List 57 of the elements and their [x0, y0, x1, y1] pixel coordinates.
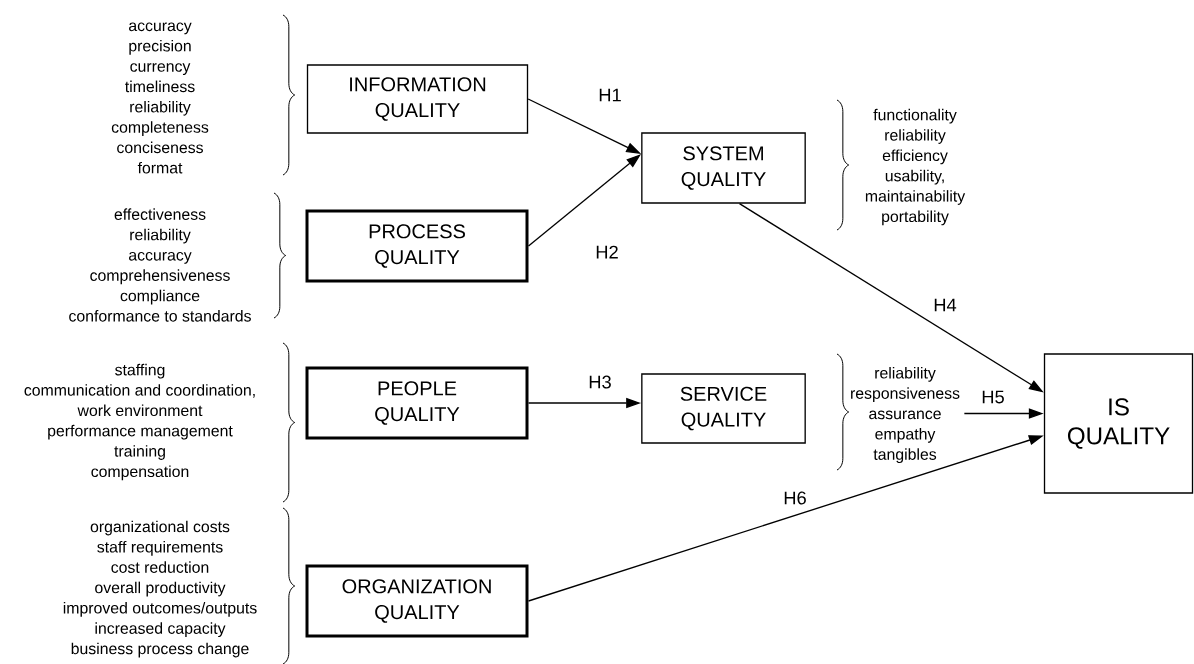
node-label: reliability	[130, 228, 191, 244]
node-label: cost reduction	[111, 561, 209, 573]
node-label: empathy	[875, 427, 936, 443]
node-label: overall productivity	[95, 581, 226, 597]
node-label: conciseness	[117, 141, 203, 154]
quality-box: SYSTEM QUALITY	[641, 132, 806, 204]
node-label: reliability	[885, 129, 946, 144]
edge-label: H1	[596, 87, 624, 103]
edge-label: H3	[586, 373, 614, 391]
node-label: precision	[129, 39, 191, 55]
attribute-list: accuracy precision currency timeliness reliability completeness conciseness format	[111, 22, 209, 174]
node-label: functionality	[873, 108, 957, 124]
edge-label: H2	[593, 243, 621, 261]
node-label: responsiveness	[851, 387, 960, 403]
node-label: performance management	[48, 424, 233, 440]
quality-box: INFORMATION QUALITY	[306, 64, 529, 134]
node-label: effectiveness	[114, 208, 206, 220]
attribute-list: reliability responsiveness assurance empathy tangibles	[851, 366, 960, 464]
node-label: business process change	[71, 642, 249, 658]
node-label: usability,	[885, 169, 944, 185]
node-label: format	[137, 161, 183, 174]
node-label: training	[114, 445, 165, 460]
attribute-list: staffing communication and coordination, work environment performance management training compensation	[24, 363, 255, 481]
attribute-list: effectiveness reliability accuracy comprehensiveness compliance conformance to standards	[69, 208, 251, 322]
quality-box: PROCESS QUALITY	[305, 209, 529, 283]
quality-box: IS QUALITY	[1043, 353, 1194, 494]
node-label: staff requirements	[97, 540, 223, 556]
node-label: organizational costs	[90, 520, 230, 536]
edge-label: H4	[931, 297, 959, 313]
attribute-list: functionality reliability efficiency usability, maintainability portability	[865, 108, 966, 226]
node-label: timeliness	[125, 80, 195, 93]
node-label: currency	[130, 63, 191, 75]
node-label: staffing	[115, 363, 165, 379]
node-label: comprehensiveness	[90, 269, 230, 285]
node-label: improved outcomes/outputs	[63, 601, 257, 617]
node-label: compliance	[120, 289, 200, 305]
node-label: work environment	[77, 404, 203, 417]
node-label: efficiency	[882, 149, 948, 165]
edge-label: H5	[979, 388, 1007, 406]
node-label: assurance	[869, 410, 941, 420]
node-label: maintainability	[865, 190, 966, 205]
node-label: completeness	[111, 121, 209, 136]
node-label: communication and coordination,	[24, 384, 255, 398]
node-label: reliability	[130, 100, 191, 116]
attribute-list: organizational costs staff requirements cost reduction overall productivity improved outcomes/outputs increased capacity business process change	[63, 520, 257, 658]
node-label: accuracy	[129, 251, 192, 264]
edge-label: H6	[781, 489, 809, 507]
quality-box: ORGANIZATION QUALITY	[305, 564, 529, 638]
node-label: compensation	[91, 465, 189, 481]
quality-box: PEOPLE QUALITY	[305, 366, 529, 440]
node-label: portability	[882, 210, 949, 226]
node-label: reliability	[875, 366, 936, 382]
quality-box: SERVICE QUALITY	[641, 373, 806, 444]
node-label: accuracy	[129, 22, 192, 35]
node-label: tangibles	[873, 448, 937, 464]
node-label: conformance to standards	[69, 310, 251, 322]
node-label: increased capacity	[95, 622, 226, 638]
